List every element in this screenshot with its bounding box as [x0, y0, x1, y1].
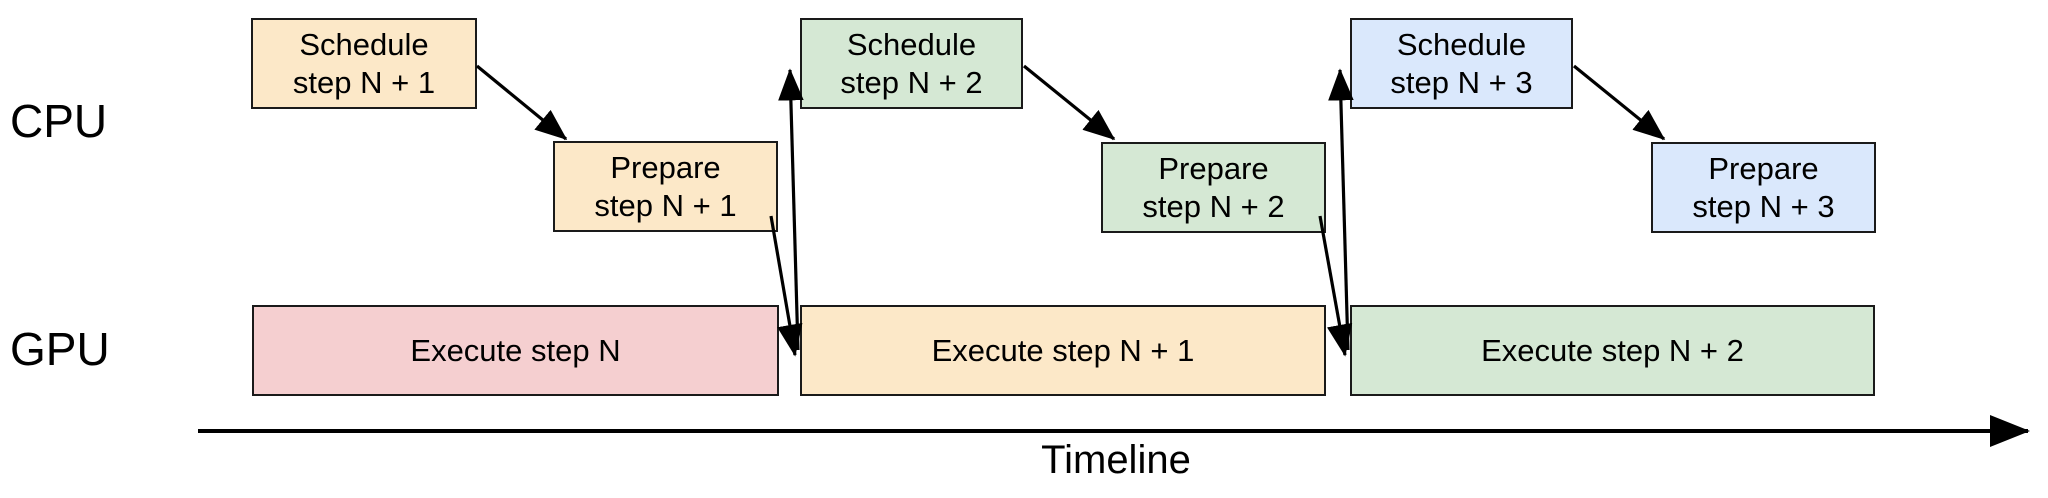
timeline-label-text: Timeline: [1041, 438, 1191, 482]
block-prepare-step-n-plus-2[interactable]: Prepare step N + 2: [1101, 142, 1326, 233]
block-line-1: Prepare: [1708, 150, 1819, 186]
block-line-1: Schedule: [299, 26, 429, 62]
block-line-1: Prepare: [610, 149, 721, 185]
block-line-2: step N + 1: [292, 64, 436, 100]
block-line-2: step N + 3: [1390, 64, 1533, 100]
row-label-cpu: CPU: [10, 95, 108, 147]
block-schedule-step-n-plus-3[interactable]: Schedule step N + 3: [1350, 18, 1573, 109]
timeline-label: Timeline: [0, 438, 2048, 482]
block-label: Execute step N: [410, 332, 621, 368]
arrow-schedule1-to-prepare1: [475, 64, 568, 141]
block-execute-step-n-plus-1[interactable]: Execute step N + 1: [800, 305, 1326, 396]
block-line-2: step N + 1: [594, 187, 737, 223]
arrow-schedule2-to-prepare2: [1022, 64, 1116, 141]
block-execute-step-n[interactable]: Execute step N: [252, 305, 779, 396]
row-label-gpu: GPU: [10, 323, 110, 375]
arrow-execute0-to-schedule2: [778, 68, 804, 351]
block-label: Execute step N + 2: [1481, 332, 1744, 368]
block-prepare-step-n-plus-3[interactable]: Prepare step N + 3: [1651, 142, 1876, 233]
arrow-schedule3-to-prepare3: [1572, 64, 1666, 141]
block-line-1: Schedule: [1396, 26, 1527, 62]
block-label: Execute step N + 1: [931, 332, 1195, 368]
block-schedule-step-n-plus-2[interactable]: Schedule step N + 2: [800, 18, 1023, 109]
block-line-1: Prepare: [1158, 150, 1269, 186]
block-line-1: Schedule: [846, 26, 977, 62]
block-schedule-step-n-plus-1[interactable]: Schedule step N + 1: [251, 18, 477, 109]
block-prepare-step-n-plus-1[interactable]: Prepare step N + 1: [553, 141, 778, 232]
block-execute-step-n-plus-2[interactable]: Execute step N + 2: [1350, 305, 1875, 396]
block-line-2: step N + 2: [1142, 188, 1285, 224]
block-line-2: step N + 3: [1692, 188, 1835, 224]
block-line-2: step N + 2: [840, 64, 983, 100]
arrow-execute1-to-schedule3: [1328, 68, 1354, 351]
